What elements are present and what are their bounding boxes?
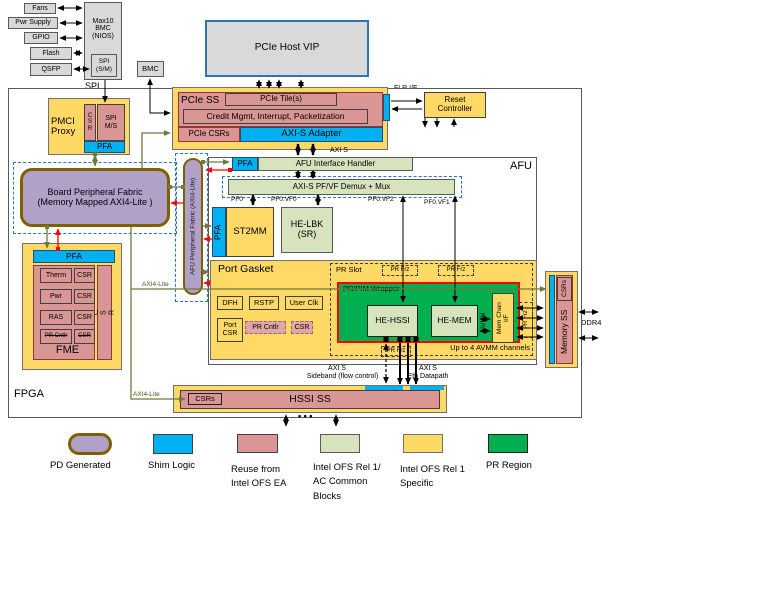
pcie-tiles-box: PCIe Tile(s) — [225, 93, 337, 106]
pr-pim-wrapper-label: PR/PIM Wrapper — [343, 284, 400, 293]
pwr-supply-box: Pwr Supply — [8, 17, 58, 29]
legend-label-pr: PR Region — [486, 460, 532, 471]
legend-swatch-rel1 — [403, 434, 443, 453]
axis-adapter-box: AXI-S Adapter — [240, 127, 383, 142]
fme-label: FME — [55, 344, 80, 357]
pf0-label: PF0 — [231, 196, 243, 203]
flash-box: Flash — [30, 47, 72, 60]
fme-pfa-box: PFA — [33, 250, 115, 263]
fme-pwr-csr: CSR — [74, 289, 95, 304]
avmm-channels-label: Up to 4 AVMM channels — [450, 343, 530, 352]
eth-axis-label: AXI S — [419, 364, 437, 372]
fme-pwr-box: Pwr — [40, 289, 72, 304]
pf-vf-demux-box: AXI-S PF/VF Demux + Mux — [228, 179, 455, 195]
pmci-proxy-label: PMCI Proxy — [51, 116, 76, 138]
pr-frz-top1: PR Frz — [382, 265, 418, 276]
reset-controller-box: Reset Controller — [424, 92, 486, 118]
port-csr-box: Port CSR — [217, 318, 243, 342]
max10-spi-box: SPI (S/M) — [91, 54, 117, 77]
pr-slot-label: PR Slot — [336, 265, 362, 274]
legend-swatch-pd — [68, 433, 112, 455]
pr-cntlr-csr-box: CSR — [291, 321, 313, 334]
legend-swatch-common — [320, 434, 360, 453]
hssi-shim-strip1 — [365, 386, 403, 390]
pcie-host-vip-box: PCIe Host VIP — [205, 20, 369, 77]
qsfp-box: QSFP — [30, 63, 72, 76]
legend-swatch-shim — [153, 434, 193, 454]
axi4lite-hssi-label: AXI4-Lite — [133, 391, 160, 398]
fpga-label: FPGA — [14, 388, 44, 400]
sideband-label: Sideband (flow control) — [306, 372, 379, 380]
credit-mgmt-box: Credit Mgmt, Interrupt, Packetization — [183, 109, 368, 124]
hssi-ss-core: HSSI SS — [180, 390, 440, 409]
hssi-dots: • • • — [298, 411, 313, 421]
sideband-axis-label: AXI S — [328, 364, 346, 372]
afu-interface-handler-box: AFU Interface Handler — [258, 157, 413, 171]
st2mm-pfa-strip: PFA — [212, 207, 226, 257]
legend-swatch-reuse — [237, 434, 278, 453]
ddr4-label: DDR4 — [581, 318, 602, 327]
pcie-csrs-box: PCIe CSRs — [178, 127, 240, 142]
fme-pr-cntlr-csr: CSR — [74, 329, 95, 344]
board-peripheral-fabric: Board Peripheral Fabric (Memory Mapped A… — [20, 168, 170, 227]
avmm-label: AVMM — [480, 312, 487, 330]
handler-pfa-box: PFA — [232, 157, 258, 171]
axis-top-label: AXI S — [330, 147, 348, 154]
pf0vf1-label: PF0.VF1 — [424, 199, 450, 206]
pf0vf2-label: PF0.VF2 — [368, 196, 394, 203]
fme-ras-csr: CSR — [74, 310, 95, 325]
pr-cntlr-box: PR Cntlr — [245, 321, 286, 334]
afu-label: AFU — [510, 160, 532, 172]
fme-therm-csr: CSR — [74, 268, 95, 283]
fme-therm-box: Therm — [40, 268, 72, 283]
memory-ss-label: Memory SS — [558, 309, 569, 355]
legend-swatch-pr — [488, 434, 528, 453]
pmci-spi-ms-box: SPI M/S — [97, 104, 125, 141]
mem-chan-if-box: Mem Chan I/F — [492, 293, 514, 343]
legend-label-common: Intel OFS Rel 1/ AC Common Blocks — [313, 462, 381, 502]
afu-peripheral-fabric: AFU Peripheral Fabric (AXI4-Lite) — [183, 158, 203, 295]
pr-frz-top2: PR Frz — [438, 265, 474, 276]
fans-box: Fans — [24, 3, 56, 14]
max10-bmc-label: Max10 BMC (NIOS) — [92, 17, 114, 40]
spi-wire-label: SPI — [85, 81, 100, 91]
fme-csr-strip: C S R — [93, 265, 115, 360]
legend-label-rel1: Intel OFS Rel 1 Specific — [400, 464, 465, 490]
rstp-box: RSTP — [249, 296, 279, 310]
fme-ras-box: RAS — [40, 310, 72, 325]
eth-datapath-label: Eth Datapath — [407, 372, 449, 380]
port-gasket-title: Port Gasket — [218, 263, 274, 275]
st2mm-box: ST2MM — [226, 207, 274, 257]
flr-if-port — [383, 94, 390, 121]
bmc-box: BMC — [137, 61, 164, 77]
pmci-csr-strip: C S R — [84, 104, 96, 141]
fme-pr-cntlr-box: PR Cntlr — [40, 329, 72, 344]
pcie-ss-title: PCIe SS — [181, 95, 220, 106]
demux-dashed-outline — [222, 176, 462, 198]
user-clk-box: User Clk — [285, 296, 323, 310]
pf0vf0-label: PF0.VF0 — [271, 196, 297, 203]
he-mem-box: HE-MEM — [431, 305, 478, 337]
axi4lite-mid-label: AXI4-Lite — [142, 281, 169, 288]
pr-frz-right: PR Frz — [519, 302, 533, 338]
he-lbk-box: HE-LBK (SR) — [281, 207, 333, 253]
hssi-csrs-box: CSRs — [188, 393, 222, 405]
memory-ss-shim-strip — [549, 275, 555, 364]
pr-frz-bottom: PR Frz — [381, 346, 411, 357]
gpio-box: GPIO — [24, 32, 58, 44]
hssi-shim-strip2 — [410, 386, 444, 390]
legend-label-reuse: Reuse from Intel OFS EA — [231, 464, 287, 490]
pmci-pfa-box: PFA — [84, 141, 125, 153]
legend-label-shim: Shim Logic — [148, 460, 195, 471]
dfh-box: DFH — [217, 296, 243, 310]
memory-ss-csrs-box: CSRs — [557, 277, 572, 301]
he-hssi-box: HE-HSSI — [367, 305, 418, 337]
legend-label-pd: PD Generated — [50, 460, 111, 471]
